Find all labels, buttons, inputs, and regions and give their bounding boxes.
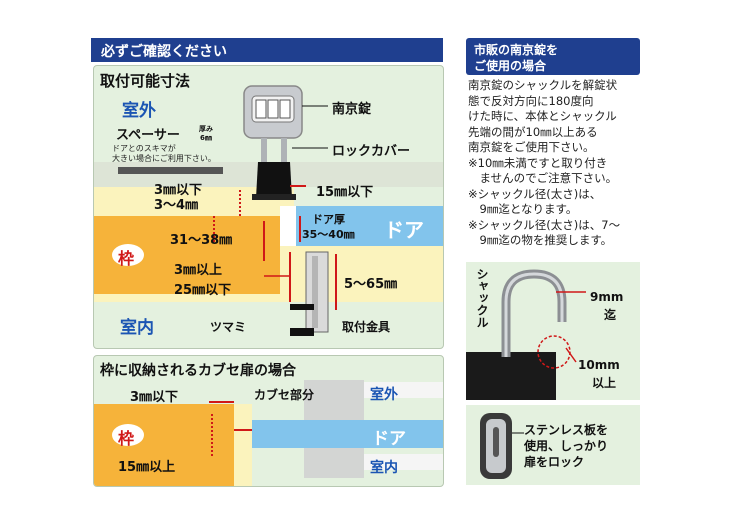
right-body-line: けた時に、本体とシャックル <box>468 109 617 123</box>
mount-bracket-label: 取付金具 <box>342 320 391 334</box>
right-body-text: 南京錠のシャックルを解錠状 態で反対方向に180度向 けた時に、本体とシャックル… <box>468 78 620 249</box>
stainless-line3: 扉をロック <box>524 455 585 469</box>
section2-dim-15-min: 15㎜以上 <box>118 460 176 475</box>
section2-door-label: ドア <box>372 429 406 449</box>
section2-title: 枠に収納されるカブセ扉の場合 <box>100 363 296 379</box>
spacer-thickness-bottom: 6㎜ <box>200 134 212 142</box>
dim-15-max: 15㎜以下 <box>316 185 374 200</box>
dim-9mm-suffix: 迄 <box>604 308 617 322</box>
stainless-line1: ステンレス板を <box>524 423 609 437</box>
shackle-label: シャックル <box>475 268 489 328</box>
dim-3-max: 3㎜以下 <box>154 183 203 198</box>
outdoor-label: 室外 <box>122 101 156 121</box>
door-thickness-label: ドア厚 <box>312 213 345 226</box>
right-note-line: 9㎜迄となります。 <box>468 202 578 216</box>
padlock-photo-panel: シャックル 9mm 迄 10mm 以上 <box>466 262 640 400</box>
door-thickness-value: 35～40㎜ <box>302 228 355 241</box>
right-note-line: ※10㎜未満ですと取り付き <box>468 155 608 170</box>
door-label: ドア <box>384 218 424 242</box>
stainless-panel: ステンレス板を 使用、しっかり 扉をロック <box>466 405 640 485</box>
dim-10mm-suffix: 以上 <box>592 376 617 390</box>
right-note-line: ませんのでご注意下さい。 <box>468 171 618 185</box>
door-area <box>296 206 443 246</box>
section1-diagram <box>94 85 443 336</box>
section1-title: 取付可能寸法 <box>100 72 191 90</box>
stainless-plate-photo <box>480 413 524 479</box>
right-body-line: 先端の間が10㎜以上ある <box>468 124 598 139</box>
dim-5-65: 5～65㎜ <box>344 277 398 292</box>
right-body-line: 態で反対方向に180度向 <box>468 93 594 108</box>
spacer-description: ドアとのスキマが 大きい場合にご利用下さい。 <box>112 144 216 163</box>
right-body-line: 南京錠のシャックルを解錠状 <box>468 78 618 92</box>
right-note-line: 9㎜迄の物を推奨します。 <box>468 233 613 247</box>
right-header-line1: 市販の南京錠を <box>474 43 559 57</box>
cover-part-label: カブセ部分 <box>254 388 315 402</box>
left-header: 必ずご確認ください <box>91 38 443 62</box>
section2-outdoor-label: 室外 <box>370 387 398 403</box>
section2-frame-badge <box>112 424 144 446</box>
indoor-label: 室内 <box>120 318 154 338</box>
knob-label: ツマミ <box>210 320 247 334</box>
right-body-line: 南京錠をご使用下さい。 <box>468 140 595 154</box>
right-header: 市販の南京錠を ご使用の場合 <box>466 38 640 75</box>
lock-cover-label: ロックカバー <box>332 144 411 159</box>
spacer-graphic <box>118 167 223 174</box>
section2-dim-3-max: 3㎜以下 <box>130 390 179 405</box>
section1-panel: 取付可能寸法 室外 スペーサー 厚み 6㎜ ドアとのスキマが 大きい場合にご利用… <box>93 65 444 349</box>
padlock-photo <box>466 269 586 400</box>
padlock-label: 南京錠 <box>332 102 372 117</box>
dim-25-max: 25㎜以下 <box>174 283 232 298</box>
dim-31-38: 31～38㎜ <box>170 233 233 248</box>
dim-10mm: 10mm <box>578 358 620 372</box>
dim-3-min: 3㎜以上 <box>174 263 223 278</box>
section2-diagram <box>94 380 443 486</box>
section2-indoor-label: 室内 <box>370 460 398 476</box>
left-header-text: 必ずご確認ください <box>101 44 227 60</box>
spacer-thickness-top: 厚み <box>199 125 213 133</box>
right-header-line2: ご使用の場合 <box>474 59 547 73</box>
dim-9mm: 9mm <box>590 290 624 304</box>
frame-label: 枠 <box>118 249 135 268</box>
right-note-line: ※シャックル径(太さ)は、 <box>468 186 602 201</box>
section2-frame-label: 枠 <box>118 429 135 448</box>
door-edge-gap <box>280 206 296 246</box>
dim-3-4: 3～4㎜ <box>154 198 199 213</box>
section2-panel: 枠に収納されるカブセ扉の場合 3㎜以下 カブセ部分 室外 ドア 枠 15㎜以上 … <box>93 355 444 487</box>
spacer-label: スペーサー <box>116 128 180 143</box>
frame-badge <box>112 244 144 266</box>
right-note-line: ※シャックル径(太さ)は、7～ <box>468 217 621 232</box>
stainless-line2: 使用、しっかり <box>524 439 609 453</box>
